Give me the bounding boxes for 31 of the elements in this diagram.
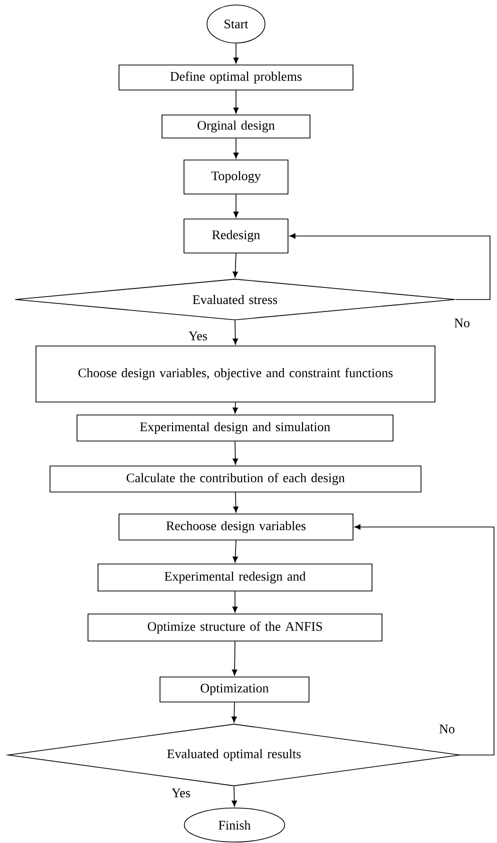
arrow — [232, 540, 238, 563]
process-box: Optimize structure of the ANFIS — [88, 614, 382, 642]
arrow — [233, 194, 239, 218]
edge-label: No — [454, 318, 470, 328]
arrow — [233, 43, 239, 64]
process-box: Experimental redesign and — [98, 564, 372, 592]
arrow — [232, 702, 237, 723]
arrow — [232, 641, 238, 676]
arrow — [232, 253, 238, 278]
process-box: Experimental design and simulation — [76, 414, 394, 442]
arrow — [232, 786, 237, 807]
arrow — [233, 90, 239, 114]
arrow — [289, 233, 490, 300]
arrow — [232, 591, 238, 613]
process-box: Define optimal problems — [118, 64, 354, 90]
process-box: Optimization — [160, 676, 310, 702]
process-box: Calculate the contribution of each design — [50, 466, 422, 492]
arrow — [232, 402, 238, 414]
arrow — [232, 441, 238, 465]
edge-label: Yes — [188, 332, 207, 340]
arrow — [233, 492, 238, 513]
edge-label: Yes — [172, 788, 190, 798]
process-box: Orginal design — [162, 114, 310, 138]
arrow — [233, 138, 239, 159]
process-box: Topology — [184, 160, 288, 194]
process-box: Redesign — [184, 218, 288, 254]
arrow — [354, 524, 494, 756]
process-box: Rechoose design variables — [118, 514, 354, 540]
arrow — [232, 320, 238, 345]
process-box: Choose design variables, objective and constraint functions — [36, 346, 436, 402]
edge-label: No — [439, 724, 454, 734]
